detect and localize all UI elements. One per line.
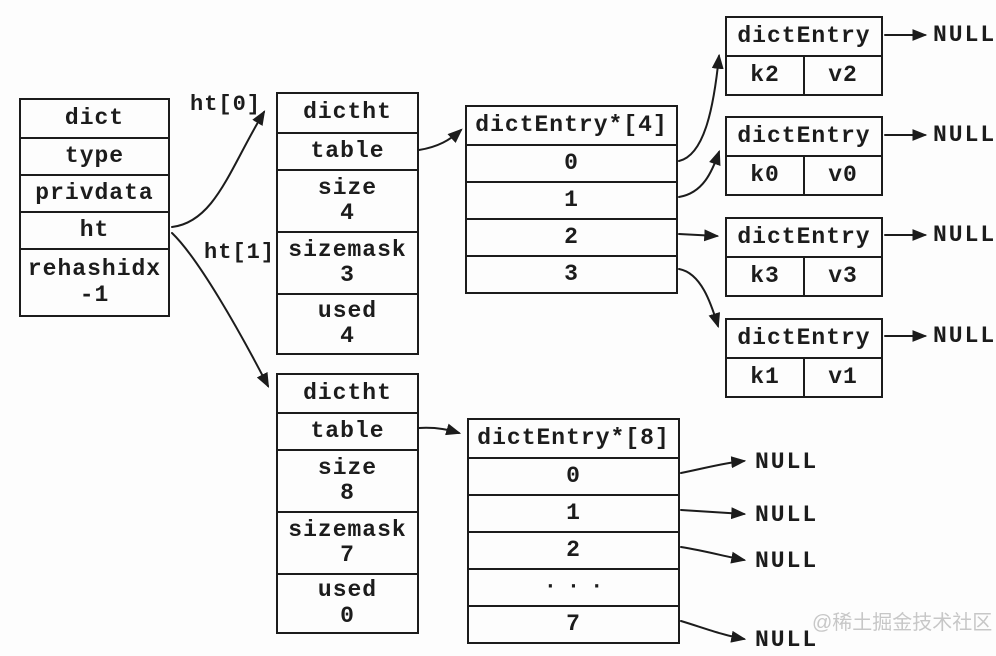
entry-title-row: dictEntry	[737, 122, 871, 149]
entry-k3-null-label: NULL	[933, 222, 996, 248]
rehashidx-value: -1	[79, 281, 110, 308]
ht0-pointer-label: ht[0]	[190, 92, 262, 117]
arrow-slot0-to-entry-k2	[678, 53, 724, 162]
dict-row-ht: ht	[21, 211, 168, 248]
dictht1-struct: dictht table size 8 sizemask 7 used 0	[276, 373, 419, 634]
dictht0-struct: dictht table size 4 sizemask 3 used 4	[276, 92, 419, 355]
dictht0-title-row: dictht	[303, 99, 392, 126]
dict-entry-k1: dictEntry k1 v1	[725, 318, 883, 398]
bucket-array-4-header: dictEntry*[4]	[475, 111, 668, 138]
entry-title-row: dictEntry	[737, 223, 871, 250]
bucket-array-8-slot-ellipsis: ···	[469, 568, 678, 605]
sizemask-value: 3	[340, 262, 355, 288]
dictht0-sizemask-row: sizemask 3	[278, 231, 417, 293]
dictht1-title-row: dictht	[303, 379, 392, 406]
used-value: 0	[340, 602, 355, 629]
entry-value-cell: v3	[803, 258, 881, 295]
watermark: @稀土掘金技术社区	[812, 612, 993, 634]
entry-k2-null-label: NULL	[933, 22, 996, 48]
dictht1-size-row: size 8	[278, 449, 417, 511]
entry-value-cell: v0	[803, 157, 881, 194]
used-label: used	[317, 577, 378, 604]
entry-key-cell: k1	[750, 363, 780, 390]
entry-k0-null-label: NULL	[933, 122, 996, 148]
bucket-array-8-slot-2: 2	[469, 531, 678, 568]
size-label: size	[317, 174, 378, 201]
bucket-array-8-header: dictEntry*[8]	[477, 424, 670, 451]
sizemask-value: 7	[340, 542, 355, 568]
dict-row-dict: dict	[64, 104, 125, 131]
dictht1-used-row: used 0	[278, 573, 417, 632]
dict-row-privdata: privdata	[21, 174, 168, 211]
entry-kv-row: k3 v3	[727, 256, 881, 295]
arrow-a8-slot0-to-null	[680, 456, 747, 474]
bucket-array-4-slot-2: 2	[467, 218, 676, 255]
dict-entry-k2: dictEntry k2 v2	[725, 16, 883, 96]
arrow-a8-slot2-to-null	[680, 546, 747, 564]
arrow-a8-slot1-to-null	[680, 507, 747, 520]
dict-struct: dict type privdata ht rehashidx -1	[19, 98, 170, 317]
arrow-ht0-to-dictht0	[171, 110, 266, 228]
dictht0-size-row: size 4	[278, 169, 417, 231]
entry-kv-row: k1 v1	[727, 357, 881, 396]
bucket-array-8-slot-1: 1	[469, 494, 678, 531]
entry-key-cell: k2	[750, 61, 780, 88]
entry-kv-row: k2 v2	[727, 55, 881, 94]
entry-title-row: dictEntry	[737, 324, 871, 351]
dict-row-type: type	[21, 137, 168, 174]
entry-k1-null-label: NULL	[933, 323, 996, 349]
size-label: size	[317, 454, 378, 481]
entry-value-cell: v2	[803, 57, 881, 94]
sizemask-label: sizemask	[288, 516, 407, 543]
dictht0-table-row: table	[278, 132, 417, 169]
dict-entry-k0: dictEntry k0 v0	[725, 116, 883, 196]
bucket-array-4-slot-0: 0	[467, 144, 676, 181]
size-value: 4	[340, 200, 355, 226]
bucket-array-4: dictEntry*[4] 0 1 2 3	[465, 105, 678, 294]
rehashidx-label: rehashidx	[27, 256, 162, 283]
entry-key-cell: k0	[750, 161, 780, 188]
bucket-array-8-slot-0: 0	[469, 457, 678, 494]
a8-slot1-null-label: NULL	[755, 502, 819, 528]
used-label: used	[317, 297, 378, 324]
dict-entry-k3: dictEntry k3 v3	[725, 217, 883, 297]
bucket-array-8: dictEntry*[8] 0 1 2 ··· 7	[467, 418, 680, 644]
arrow-slot2-to-entry-k3	[678, 229, 720, 242]
a8-slot2-null-label: NULL	[755, 548, 819, 574]
arrow-slot1-to-entry-k0	[678, 149, 721, 198]
dictht1-table-row: table	[278, 412, 417, 449]
entry-value-cell: v1	[803, 359, 881, 396]
dictht1-sizemask-row: sizemask 7	[278, 511, 417, 573]
dictht0-used-row: used 4	[278, 293, 417, 353]
bucket-array-4-slot-3: 3	[467, 255, 676, 292]
bucket-array-8-slot-7: 7	[469, 605, 678, 642]
used-value: 4	[340, 323, 355, 349]
a8-slot7-null-label: NULL	[755, 627, 819, 653]
arrow-slot3-to-entry-k1	[678, 268, 721, 329]
bucket-array-4-slot-1: 1	[467, 181, 676, 218]
arrow-table1-to-array8	[418, 423, 462, 436]
a8-slot0-null-label: NULL	[755, 449, 819, 475]
arrow-table0-to-array4	[418, 128, 463, 151]
arrow-a8-slot7-to-null	[680, 620, 747, 643]
size-value: 8	[340, 480, 355, 506]
sizemask-label: sizemask	[288, 236, 407, 263]
entry-title-row: dictEntry	[737, 22, 871, 49]
ht1-pointer-label: ht[1]	[204, 240, 276, 265]
entry-kv-row: k0 v0	[727, 155, 881, 194]
dict-row-rehashidx: rehashidx -1	[21, 248, 168, 315]
entry-key-cell: k3	[750, 262, 780, 289]
